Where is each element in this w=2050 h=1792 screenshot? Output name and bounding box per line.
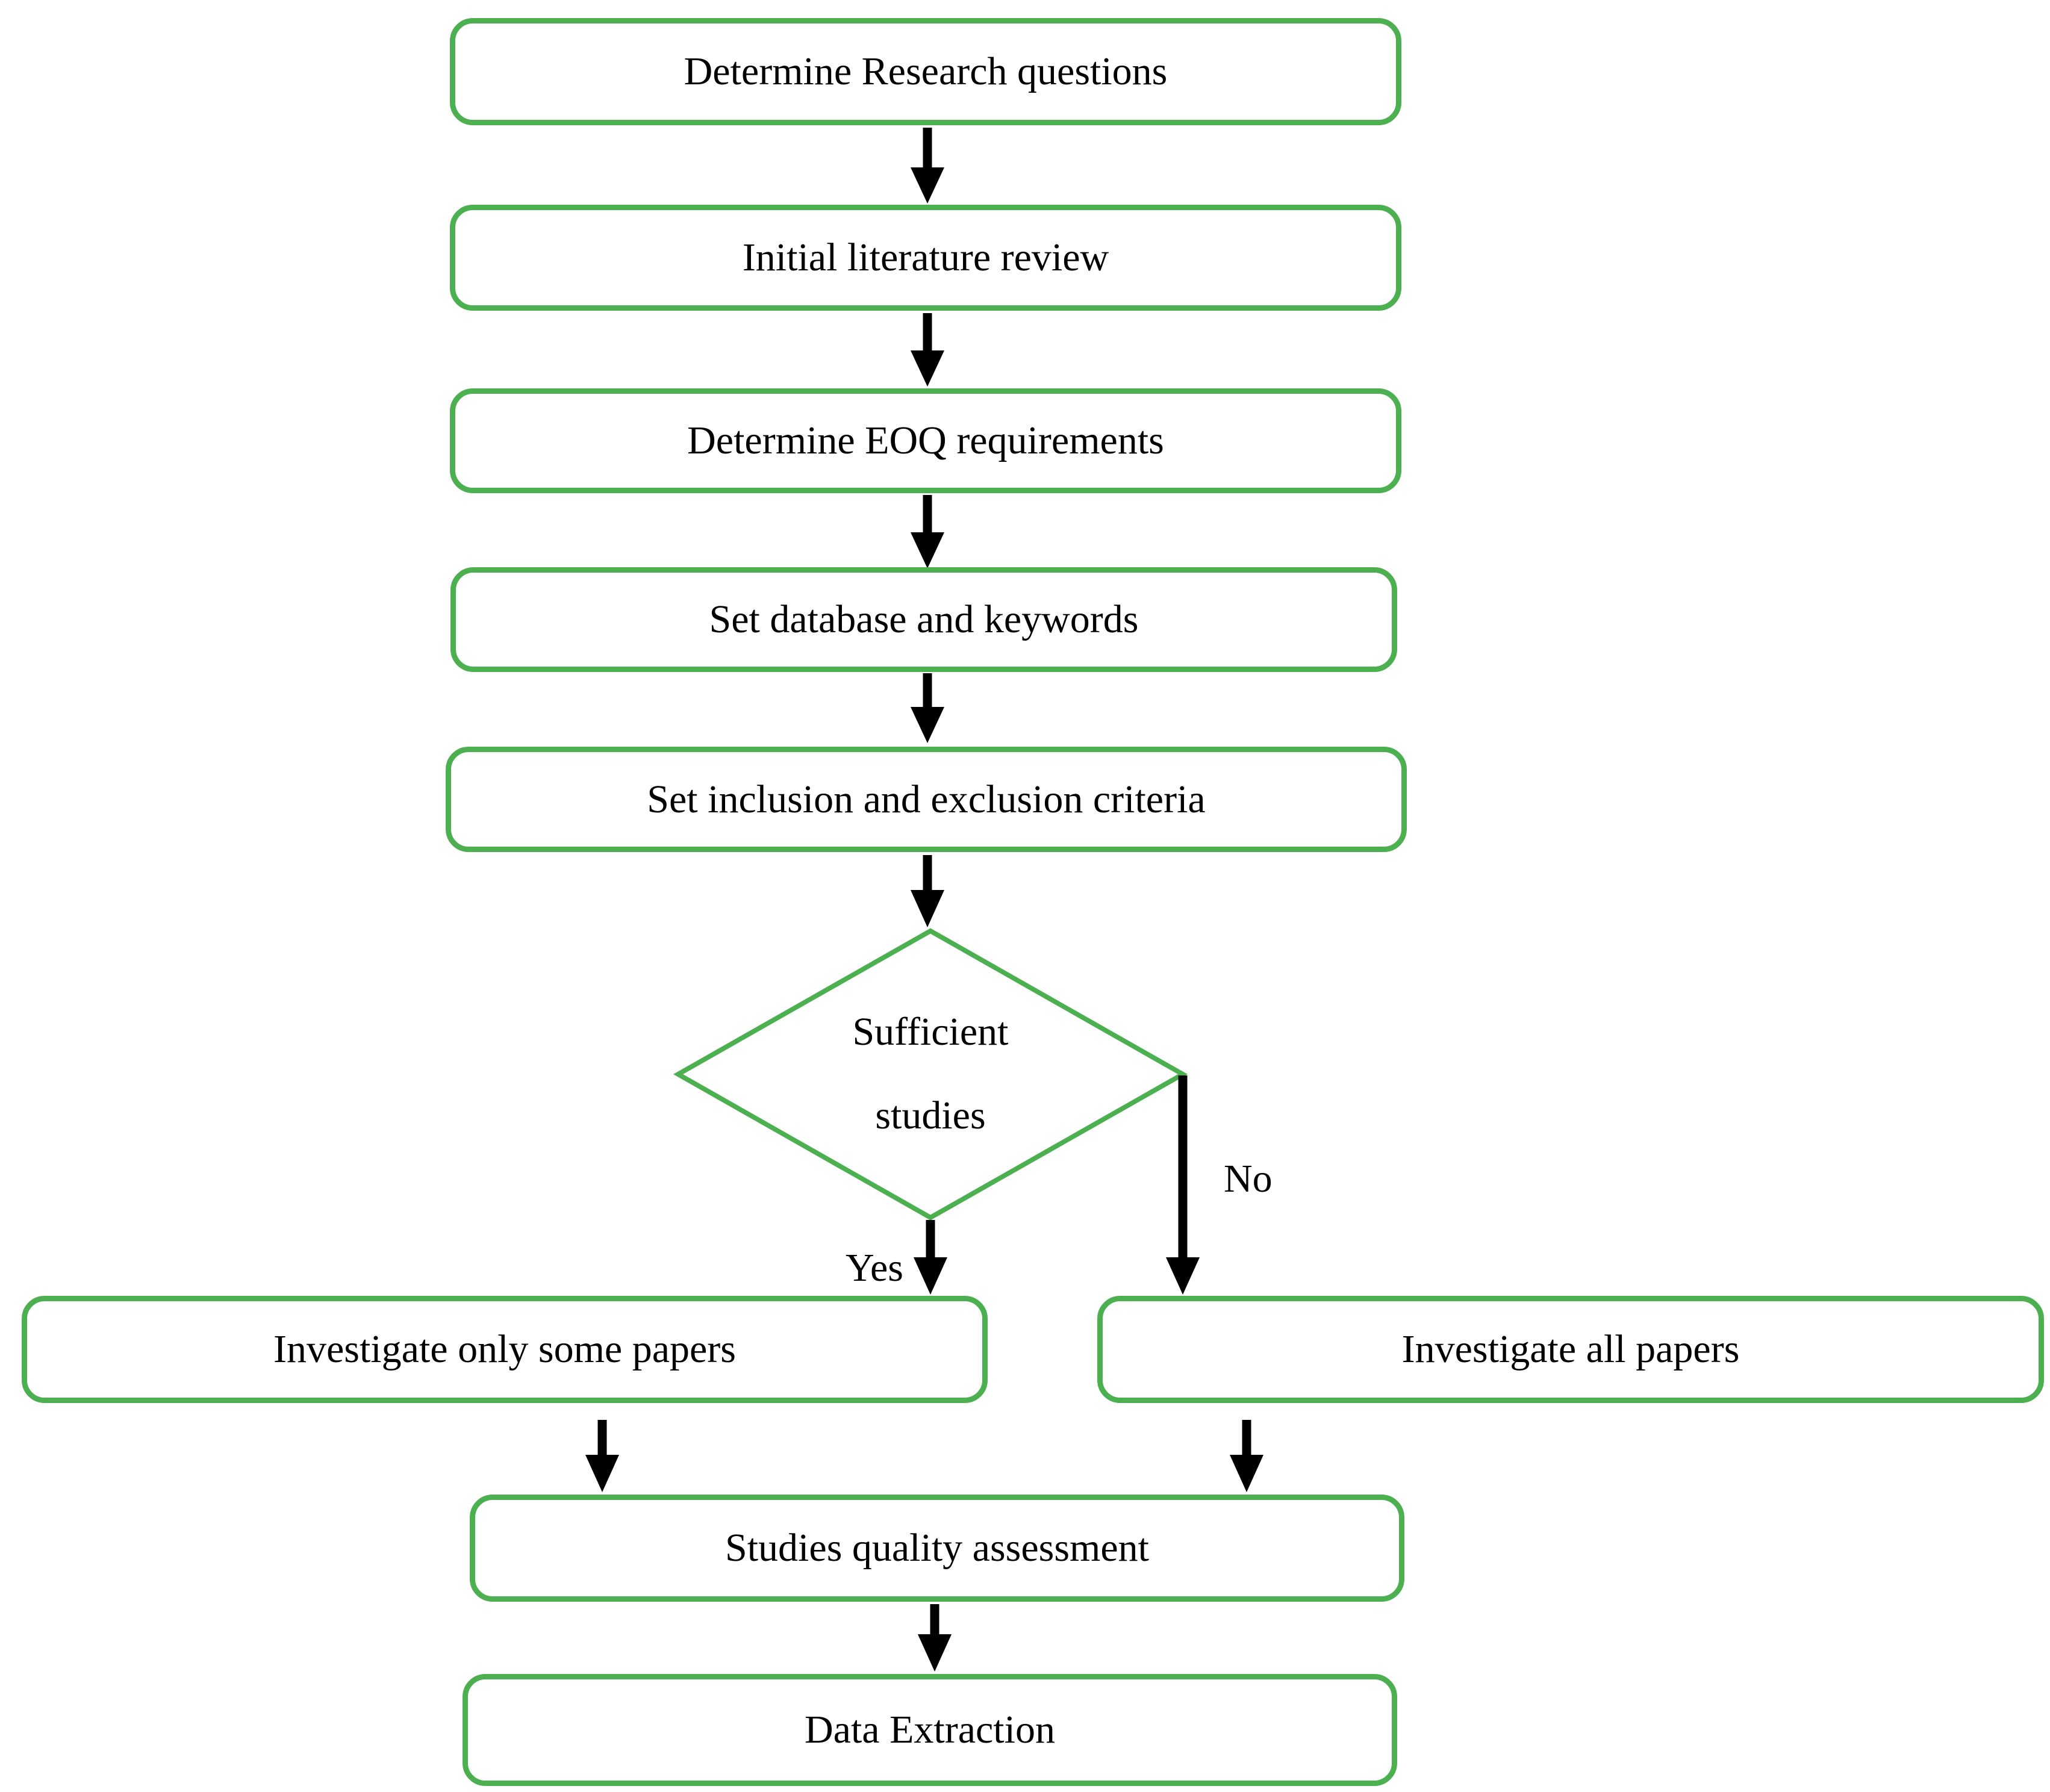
arrow-some-to-sqa bbox=[585, 1420, 619, 1492]
node-label: Set database and keywords bbox=[709, 597, 1139, 642]
arrow-sqa-to-de bbox=[918, 1604, 952, 1672]
arrow-all-to-sqa bbox=[1230, 1420, 1263, 1492]
node-set-inclusion-and-exclusion-criteria: Set inclusion and exclusion criteria bbox=[446, 747, 1407, 852]
arrow-drq-to-ilr bbox=[911, 128, 944, 204]
node-label: Investigate all papers bbox=[1401, 1327, 1740, 1372]
node-label: Determine Research questions bbox=[684, 49, 1168, 94]
arrow-decision-no bbox=[1166, 1075, 1200, 1295]
arrow-sdk-to-siec bbox=[911, 673, 944, 743]
arrow-ilr-to-eoq bbox=[911, 313, 944, 387]
node-set-database-and-keywords: Set database and keywords bbox=[450, 567, 1397, 672]
node-label: Investigate only some papers bbox=[273, 1327, 736, 1372]
node-sufficient-studies: Sufficient studies bbox=[678, 931, 1183, 1218]
node-initial-literature-review: Initial literature review bbox=[450, 205, 1401, 311]
edge-label-no: No bbox=[1224, 1157, 1273, 1201]
node-determine-eoq-requirements: Determine EOQ requirements bbox=[450, 388, 1401, 493]
node-label-line-1: Sufficient bbox=[852, 1010, 1009, 1054]
node-determine-research-questions: Determine Research questions bbox=[450, 18, 1401, 125]
edge-label-yes: Yes bbox=[845, 1246, 903, 1290]
arrow-eoq-to-sdk bbox=[911, 495, 944, 568]
node-label: Set inclusion and exclusion criteria bbox=[647, 777, 1206, 821]
arrow-siec-to-decision bbox=[911, 855, 944, 927]
arrow-decision-yes bbox=[914, 1220, 947, 1295]
node-label-line-2: studies bbox=[875, 1094, 986, 1137]
decision-diamond-shape bbox=[673, 928, 1188, 1221]
node-studies-quality-assessment: Studies quality assessment bbox=[470, 1495, 1404, 1602]
node-label: Initial literature review bbox=[742, 235, 1109, 280]
node-label: Determine EOQ requirements bbox=[687, 418, 1164, 463]
node-investigate-all-papers: Investigate all papers bbox=[1097, 1296, 2044, 1403]
node-data-extraction: Data Extraction bbox=[463, 1674, 1397, 1786]
node-label: Data Extraction bbox=[805, 1708, 1055, 1752]
node-investigate-only-some-papers: Investigate only some papers bbox=[22, 1296, 988, 1403]
node-label: Studies quality assessment bbox=[725, 1526, 1149, 1570]
